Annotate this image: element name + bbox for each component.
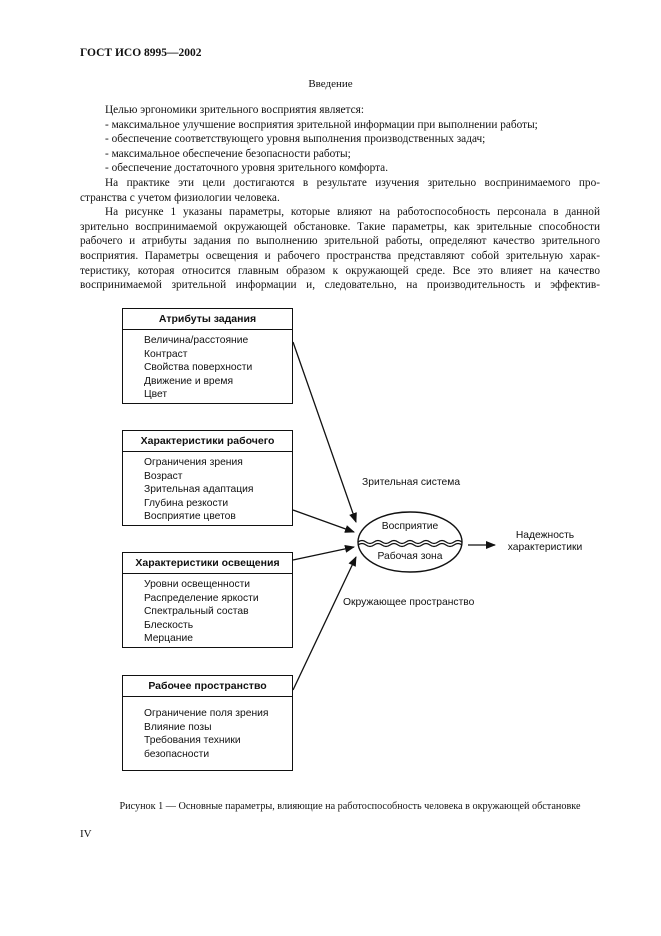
box-lighting-characteristics: Характеристики освещения Уровни освещенн… [122, 552, 293, 648]
list-item: Ограничения зрения [144, 457, 243, 468]
section-title: Введение [308, 78, 353, 90]
page-header: ГОСТ ИСО 8995—2002 [80, 47, 202, 59]
list-item: Цвет [144, 389, 168, 401]
text-line: Целью эргономики зрительного восприятия … [105, 104, 364, 116]
page-number: IV [80, 828, 92, 840]
list-item: Ограничение поля зрения [144, 708, 269, 719]
box-items: Уровни освещенности Распределение яркост… [123, 574, 292, 646]
list-item: безопасности [144, 748, 210, 760]
box-workspace: Рабочее пространство Ограничение поля зр… [122, 675, 293, 771]
output-label-line: характеристики [507, 542, 583, 553]
output-label: Надежность характеристики [495, 530, 595, 554]
box-title: Рабочее пространство [123, 676, 292, 697]
text-line: На рисунке 1 указаны параметры, которые … [105, 206, 600, 219]
perception-label: Восприятие [381, 521, 439, 532]
list-item: Распределение яркости [144, 592, 259, 604]
box-task-attributes: Атрибуты задания Величина/расстояние Кон… [122, 308, 293, 404]
figure-caption: Рисунок 1 — Основные параметры, влияющие… [119, 801, 581, 812]
arrow-lighting [292, 544, 355, 561]
list-item: Блескость [144, 619, 194, 631]
text-line: странства с учетом физиологии человека. [80, 191, 280, 204]
box-items: Ограничения зрения Возраст Зрительная ад… [123, 452, 292, 524]
arrow-worker [292, 509, 355, 533]
wave-divider-1 [357, 539, 463, 545]
environment-label: Окружающее пространство [343, 597, 475, 608]
text-line: восприятия. Параметры освещения и рабоче… [80, 249, 600, 262]
text-line: воспринимаемой зрительной информации и, … [80, 279, 600, 292]
box-items: Ограничение поля зрения Влияние позы Тре… [123, 697, 292, 761]
paragraph: Целью эргономики зрительного восприятия … [80, 103, 600, 118]
list-item: Величина/расстояние [144, 335, 249, 346]
text-line: рабочего и атрибуты задания по выполнени… [80, 235, 600, 248]
paragraph: На рисунке 1 указаны параметры, которые … [80, 205, 600, 293]
arrow-workspace [292, 556, 357, 691]
list-item: - обеспечение соответствующего уровня вы… [80, 132, 600, 147]
box-title: Атрибуты задания [123, 309, 292, 330]
list-item: Глубина резкости [144, 497, 229, 509]
list-item: Контраст [144, 348, 188, 360]
list-item: Требования техники [144, 735, 241, 747]
text-line: - максимальное обеспечение безопасности … [105, 147, 351, 160]
list-item: Свойства поверхности [144, 362, 253, 374]
box-worker-characteristics: Характеристики рабочего Ограничения зрен… [122, 430, 293, 526]
text-line: - обеспечение достаточного уровня зрител… [105, 162, 389, 175]
list-item: - максимальное улучшение восприятия зрит… [80, 118, 600, 133]
visual-system-label: Зрительная система [362, 477, 461, 488]
box-items: Величина/расстояние Контраст Свойства по… [123, 330, 292, 402]
text-line: - максимальное улучшение восприятия зрит… [105, 118, 538, 131]
work-zone-label: Рабочая зона [377, 551, 443, 562]
body-text: Целью эргономики зрительного восприятия … [80, 103, 600, 293]
list-item: - максимальное обеспечение безопасности … [80, 147, 600, 162]
list-item: - обеспечение достаточного уровня зрител… [80, 161, 600, 176]
box-title: Характеристики рабочего [123, 431, 292, 452]
list-item: Влияние позы [144, 721, 212, 733]
list-item: Движение и время [144, 375, 234, 387]
text-line: - обеспечение соответствующего уровня вы… [105, 133, 486, 146]
list-item: Восприятие цветов [144, 511, 236, 523]
text-line: теристику, которая относится главным обр… [80, 264, 600, 277]
output-label-line: Надежность [515, 530, 575, 541]
wave-divider-2 [357, 542, 463, 548]
list-item: Возраст [144, 470, 183, 482]
list-item: Спектральный состав [144, 606, 249, 618]
list-item: Зрительная адаптация [144, 484, 254, 496]
arrow-task-attributes [292, 341, 357, 523]
text-line: зрительно воспринимаемой окружающей обст… [80, 220, 600, 233]
paragraph: На практике эти цели достигаются в резул… [80, 176, 600, 205]
box-title: Характеристики освещения [123, 553, 292, 574]
list-item: Мерцание [144, 633, 193, 645]
text-line: На практике эти цели достигаются в резул… [105, 176, 600, 189]
list-item: Уровни освещенности [144, 579, 251, 590]
